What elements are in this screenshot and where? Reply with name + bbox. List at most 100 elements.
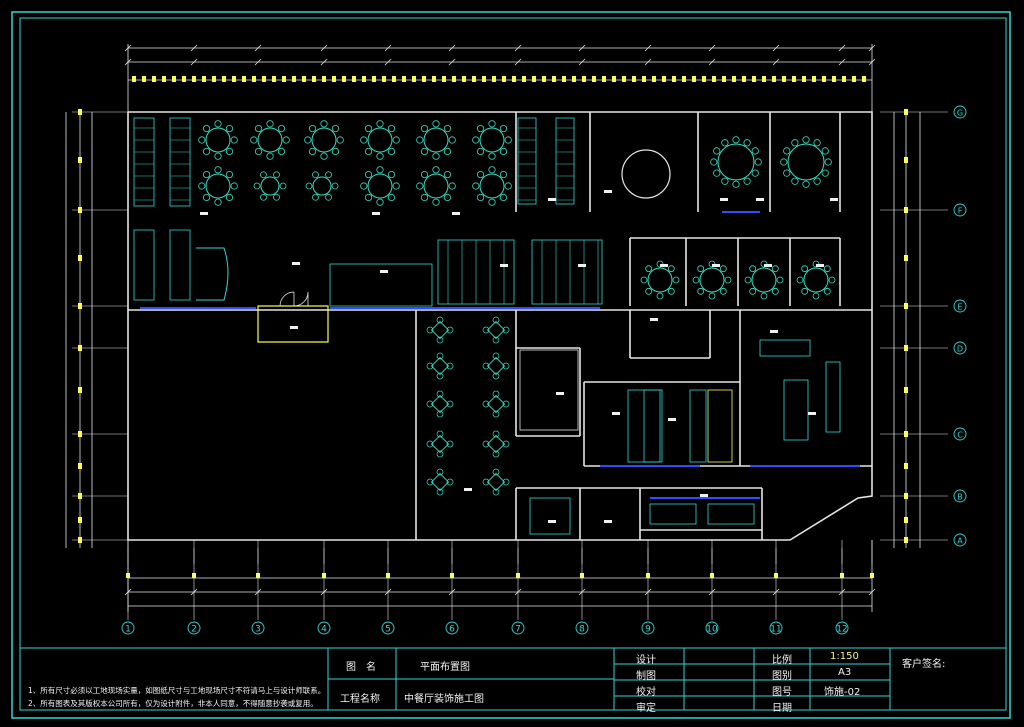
- chair: [751, 147, 759, 155]
- chair: [499, 193, 508, 202]
- chair: [813, 177, 821, 185]
- row-axis-bubble: [953, 341, 967, 355]
- chair: [392, 136, 400, 144]
- bar-counter: [196, 247, 229, 301]
- chair: [432, 198, 440, 206]
- table-top: [699, 267, 725, 293]
- dimension-tick: [352, 76, 356, 82]
- dimension-tick: [904, 463, 908, 469]
- chair: [420, 170, 429, 179]
- drawing-number-value: 饰施-02: [824, 687, 861, 698]
- dimension-slash: [838, 58, 846, 66]
- chair: [476, 147, 485, 156]
- room-label-mark: [712, 264, 720, 267]
- drawing-name-label: 图 名: [346, 662, 376, 673]
- chair: [360, 182, 368, 190]
- chair: [225, 193, 234, 202]
- dimension-tick: [870, 573, 874, 578]
- chair: [783, 147, 791, 155]
- chair: [732, 136, 740, 144]
- column-axis-bubble: [511, 621, 525, 635]
- column-axis-label: 6: [449, 625, 455, 635]
- round-table: [780, 136, 832, 188]
- chair: [828, 276, 836, 284]
- chair: [502, 362, 510, 370]
- chair: [392, 182, 400, 190]
- chair: [801, 287, 809, 295]
- table-top: [430, 356, 450, 376]
- title-block: [20, 647, 1006, 710]
- dimension-tick: [282, 76, 286, 82]
- square-table: [482, 468, 510, 496]
- chair: [492, 468, 500, 476]
- chair: [476, 170, 485, 179]
- chair: [492, 372, 500, 380]
- dimension-slash: [578, 58, 586, 66]
- dimension-slash: [772, 44, 780, 52]
- chair: [426, 362, 434, 370]
- dimension-tick: [452, 76, 456, 82]
- dimension-tick: [192, 76, 196, 82]
- chair: [743, 177, 751, 185]
- chair: [198, 182, 206, 190]
- chair: [320, 120, 328, 128]
- chair: [443, 193, 452, 202]
- chair: [432, 152, 440, 160]
- dimension-slash: [254, 58, 262, 66]
- chair: [771, 265, 779, 273]
- round-table: [472, 120, 512, 160]
- chair: [364, 170, 373, 179]
- chair: [482, 362, 490, 370]
- chair: [672, 276, 680, 284]
- dimension-slash: [644, 58, 652, 66]
- dimension-tick: [642, 76, 646, 82]
- square-table: [426, 352, 454, 380]
- room-label-mark: [548, 198, 556, 201]
- chair: [325, 171, 332, 179]
- chair: [436, 390, 444, 398]
- chair: [230, 136, 238, 144]
- row-axis-bubble: [953, 203, 967, 217]
- column-axis-label: 1: [125, 625, 131, 635]
- chair: [225, 124, 234, 133]
- room-label-mark: [808, 412, 816, 415]
- dimension-tick: [752, 76, 756, 82]
- room-label-mark: [660, 264, 668, 267]
- dimension-tick: [462, 76, 466, 82]
- chair: [214, 152, 222, 160]
- dimension-tick: [772, 76, 776, 82]
- dimension-slash: [320, 58, 328, 66]
- chair: [791, 177, 799, 185]
- dimension-tick: [522, 76, 526, 82]
- row-axis-label: G: [957, 109, 963, 118]
- room-labels: [200, 190, 838, 523]
- chair: [823, 287, 831, 295]
- dimension-tick: [862, 76, 866, 82]
- chair: [656, 292, 664, 300]
- chair: [492, 390, 500, 398]
- chair: [732, 180, 740, 188]
- booth-divider-lines: [134, 127, 599, 304]
- column-axis-label: 8: [579, 625, 585, 635]
- chair: [488, 166, 496, 174]
- chair: [336, 136, 344, 144]
- chair: [697, 265, 705, 273]
- room-label-mark: [578, 264, 586, 267]
- scale-label: 比例: [772, 655, 792, 666]
- booth-seating: [133, 117, 603, 307]
- room-label-mark: [548, 520, 556, 523]
- dimension-tick: [712, 76, 716, 82]
- sheet-size-label: 图别: [772, 671, 792, 682]
- design-label: 设计: [636, 655, 656, 666]
- chair: [492, 488, 500, 496]
- chair: [305, 182, 313, 190]
- dimension-tick: [482, 76, 486, 82]
- project-name-value: 中餐厅装饰施工图: [404, 694, 484, 705]
- dimension-tick: [732, 76, 736, 82]
- row-axis-bubble: [953, 489, 967, 503]
- chair: [780, 158, 788, 166]
- round-table: [710, 136, 762, 188]
- dimension-tick: [232, 76, 236, 82]
- chair: [426, 478, 434, 486]
- round-table: [198, 120, 238, 160]
